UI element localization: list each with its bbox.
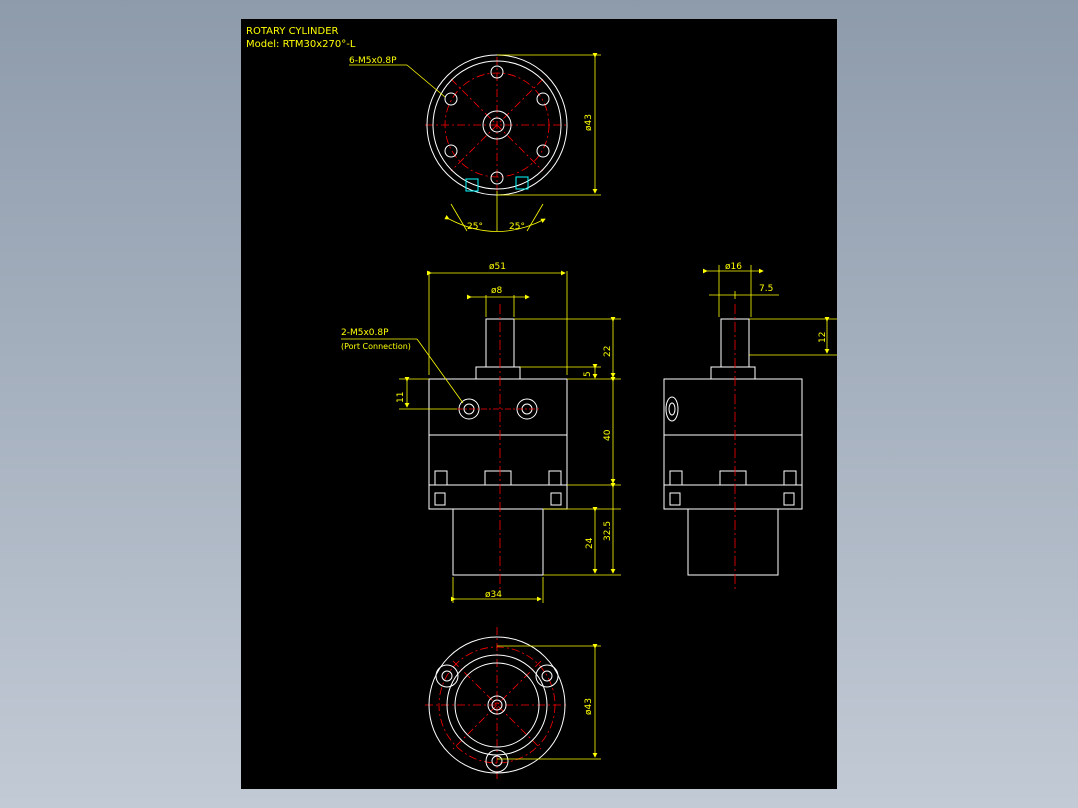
title-line1: ROTARY CYLINDER xyxy=(246,26,339,37)
title-line2: Model: RTM30x270°-L xyxy=(246,39,356,50)
mounting-holes xyxy=(444,65,550,185)
lower-total-dim: 32.5 xyxy=(603,521,613,541)
angle-right-dim: 25° xyxy=(509,222,525,232)
cad-drawing: ROTARY CYLINDER Model: RTM30x270°-L xyxy=(246,26,837,779)
drawing-sheet: ROTARY CYLINDER Model: RTM30x270°-L xyxy=(241,19,837,789)
body-height-dim: 40 xyxy=(603,429,613,441)
port-label: 2-M5x0.8P xyxy=(341,328,389,338)
flat-len-dim: 12 xyxy=(818,332,828,343)
bottom-outer-circle xyxy=(428,636,566,774)
base-dia-dim: ø34 xyxy=(485,590,502,600)
front-view: ø51 ø8 22 5 40 32.5 24 11 ø34 2-M5x0.8P … xyxy=(341,262,621,603)
side-view: ø16 7.5 12 xyxy=(663,262,837,589)
port-marks xyxy=(465,176,529,192)
side-shaft-dia-dim: ø16 xyxy=(725,262,742,272)
body-dia-dim: ø51 xyxy=(489,262,506,272)
angle-left-dim: 25° xyxy=(467,222,483,232)
collar-dim: 5 xyxy=(583,371,593,377)
bottom-dia-dim: ø43 xyxy=(584,698,594,715)
shaft-dia-dim: ø8 xyxy=(491,286,503,296)
top-dia-dim: ø43 xyxy=(584,114,594,131)
top-holes-label: 6-M5x0.8P xyxy=(349,56,397,66)
port-height-dim: 11 xyxy=(396,392,406,403)
port-sublabel: (Port Connection) xyxy=(341,342,411,351)
top-view: 6-M5x0.8P ø43 25° 25° xyxy=(349,53,601,232)
lower-body-dim: 24 xyxy=(585,537,595,549)
shaft-len-dim: 22 xyxy=(603,346,613,357)
flat-dim: 7.5 xyxy=(759,284,773,294)
bottom-view: ø43 xyxy=(425,627,601,779)
